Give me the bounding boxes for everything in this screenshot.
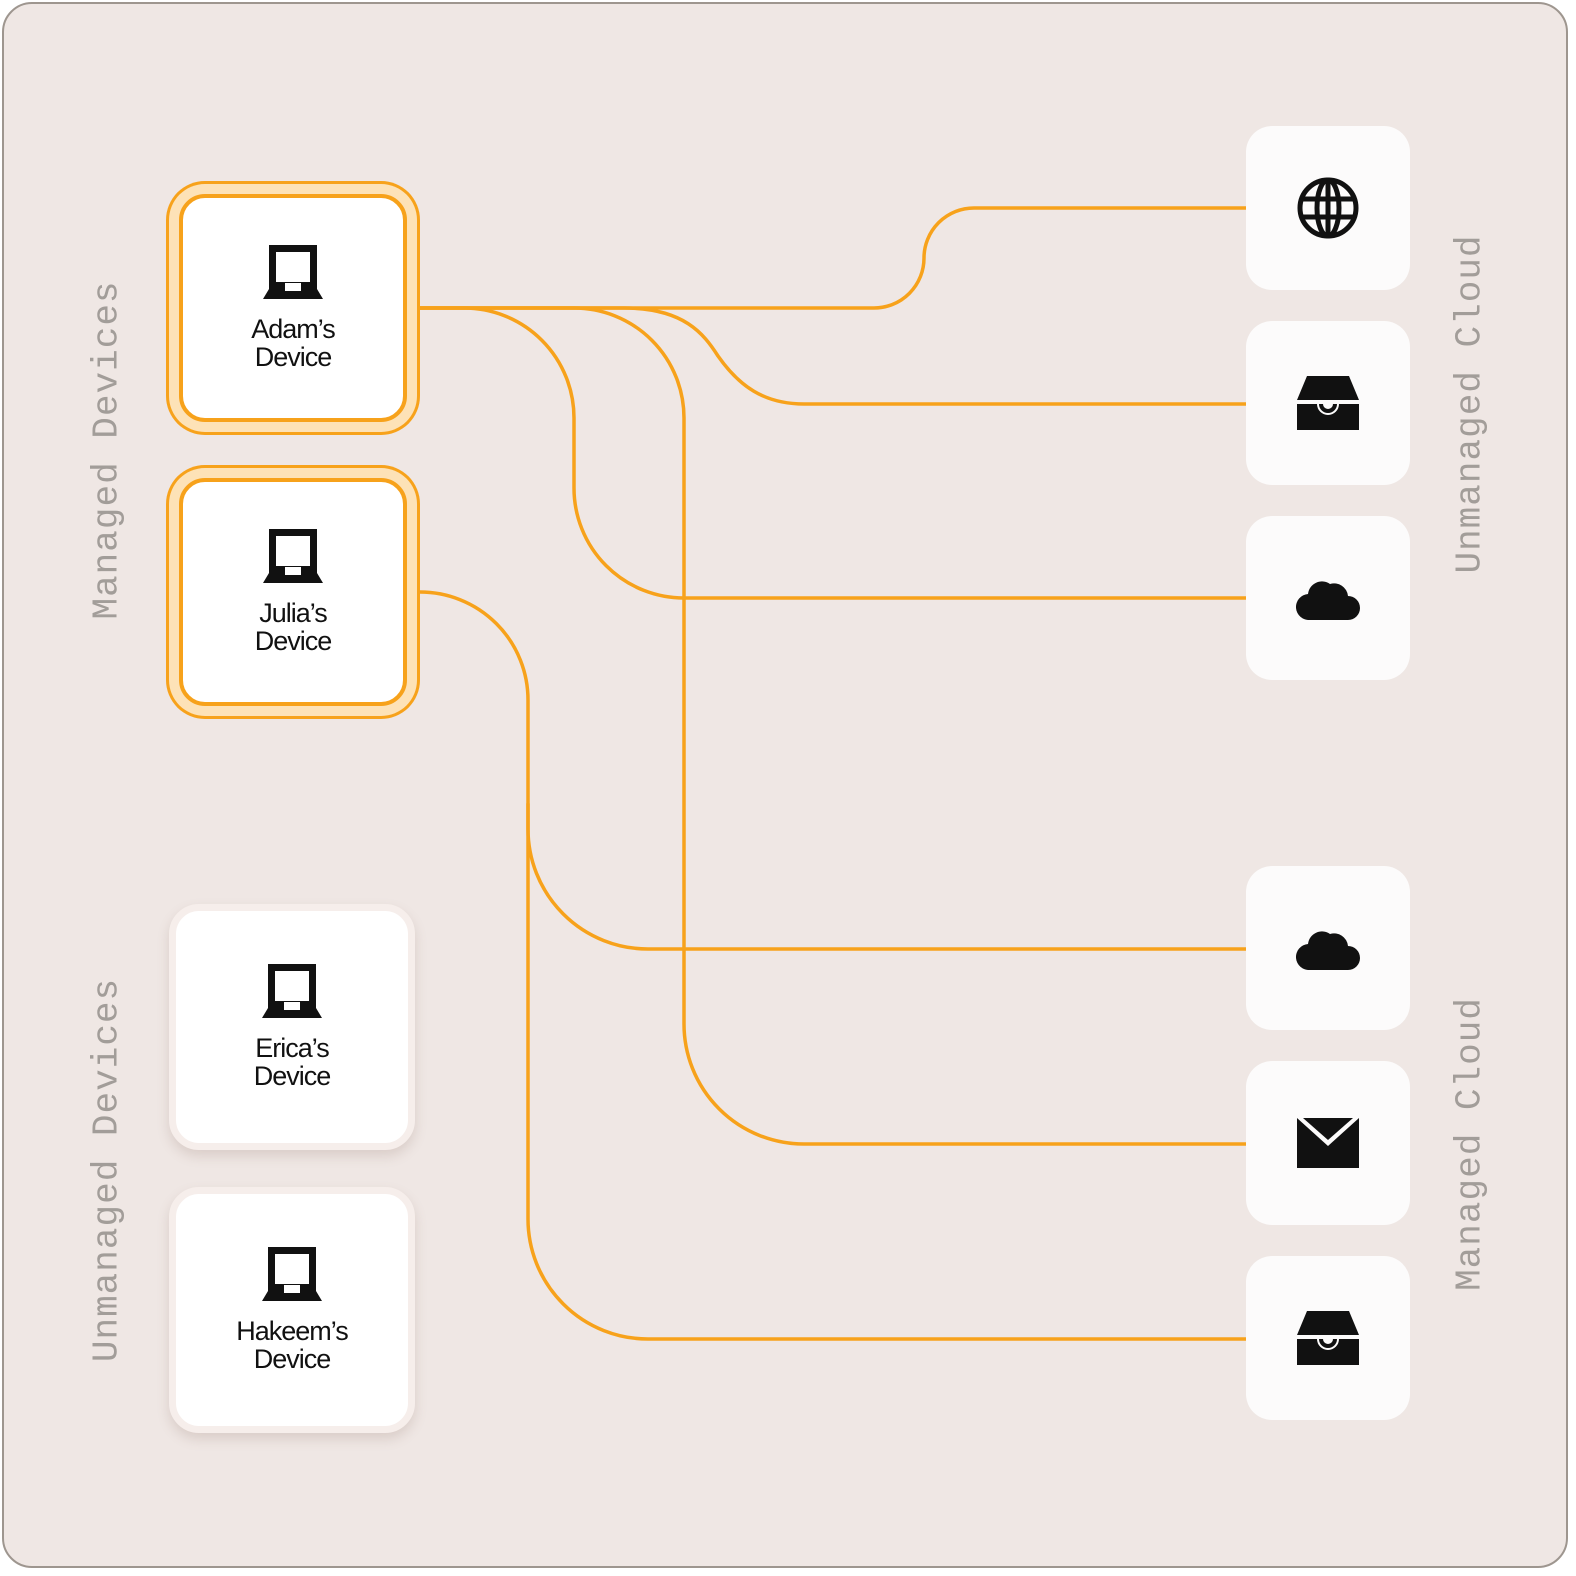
connector-adam-inbox (418, 306, 1248, 406)
cloud-icon (1296, 931, 1360, 970)
service-unmanaged-cloud[interactable] (1246, 516, 1410, 680)
managed-devices-label: Managed Devices (86, 280, 128, 620)
inbox-icon (1297, 1311, 1359, 1365)
device-card-julia[interactable]: Julia’s Device (179, 478, 407, 706)
service-unmanaged-inbox[interactable] (1246, 321, 1410, 485)
globe-icon (1297, 177, 1359, 239)
managed-cloud-label: Managed Cloud (1449, 997, 1491, 1291)
device-card-erica[interactable]: Erica’s Device (169, 904, 415, 1150)
inbox-icon (1297, 376, 1359, 430)
connector-adam-mail (418, 306, 1248, 1146)
service-managed-mail[interactable] (1246, 1061, 1410, 1225)
connector-julia-inbox (526, 802, 1248, 1341)
laptop-icon (262, 1247, 322, 1301)
unmanaged-cloud-label: Unmanaged Cloud (1449, 234, 1491, 574)
connector-julia-cloud (418, 590, 1248, 951)
cloud-icon (1296, 581, 1360, 620)
device-name: Hakeem’s Device (236, 1316, 349, 1374)
device-name: Julia’s Device (254, 598, 333, 656)
connector-lines (418, 206, 1248, 1341)
laptop-icon (262, 964, 322, 1018)
connector-adam-globe (418, 206, 1248, 310)
device-name: Erica’s Device (253, 1033, 332, 1091)
device-name: Adam’s Device (251, 314, 336, 372)
mail-icon (1297, 1118, 1359, 1168)
service-managed-cloud[interactable] (1246, 866, 1410, 1030)
service-managed-inbox[interactable] (1246, 1256, 1410, 1420)
laptop-icon (263, 529, 323, 583)
laptop-icon (263, 245, 323, 299)
service-unmanaged-globe[interactable] (1246, 126, 1410, 290)
device-card-adam[interactable]: Adam’s Device (179, 194, 407, 422)
connector-adam-cloud (418, 306, 1248, 600)
unmanaged-devices-label: Unmanaged Devices (86, 977, 128, 1363)
device-card-hakeem[interactable]: Hakeem’s Device (169, 1187, 415, 1433)
